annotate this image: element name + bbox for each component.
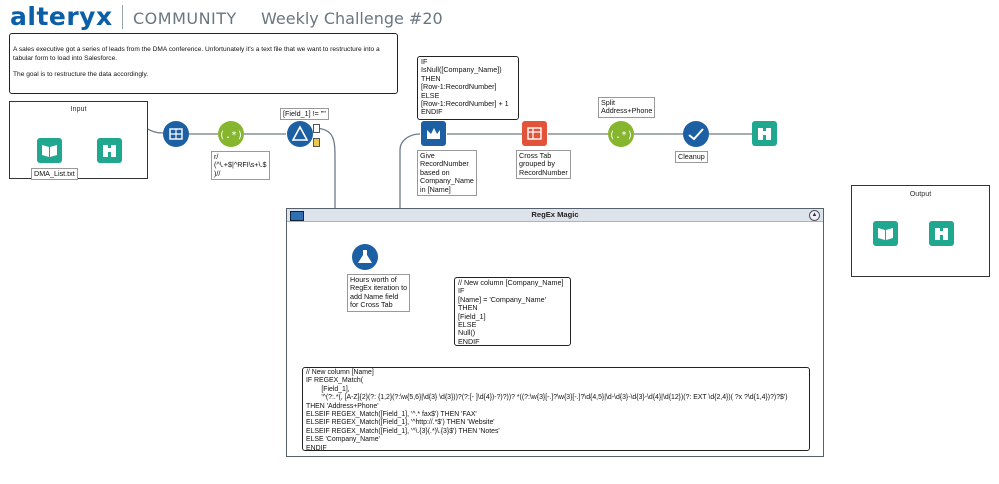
filter-label: [Field_1] != "" — [280, 108, 329, 121]
collapse-icon[interactable]: ▲ — [809, 210, 820, 221]
challenge-title: Weekly Challenge #20 — [261, 9, 443, 28]
input-data-tool[interactable] — [37, 138, 62, 163]
multi-row-formula-icon — [427, 128, 440, 139]
filter-true-anchor[interactable] — [313, 124, 320, 133]
cross-tab-icon — [527, 127, 542, 140]
binoculars-icon — [103, 145, 116, 157]
record-id-tool[interactable] — [163, 121, 189, 147]
description-comment[interactable]: A sales executive got a series of leads … — [9, 33, 398, 94]
output-input-tool[interactable] — [873, 221, 898, 246]
give-record-number-label: Give RecordNumber based on Company_Name … — [417, 150, 477, 197]
filter-tool[interactable] — [287, 121, 313, 147]
input-file-label: DMA_List.txt — [31, 168, 78, 181]
cross-tab-label: Cross Tab grouped by RecordNumber — [516, 150, 571, 180]
regex-tool-2[interactable]: (.*) — [608, 121, 634, 147]
svg-text:(.*): (.*) — [609, 130, 633, 141]
binoculars-icon — [758, 128, 771, 140]
filter-false-anchor[interactable] — [313, 138, 320, 147]
data-cleansing-tool[interactable] — [683, 121, 709, 147]
split-label: Split Address+Phone — [598, 97, 656, 118]
regex-magic-header[interactable]: RegEx Magic ▲ — [287, 209, 823, 222]
description-line-1: A sales executive got a series of leads … — [13, 46, 380, 53]
regex-parse-label: r/ (^\.+$|^RFI\s+\.$ )// — [211, 151, 270, 181]
record-number-formula-comment[interactable]: IF IsNull([Company_Name]) THEN [Row-1:Re… — [417, 56, 519, 120]
book-icon — [878, 228, 893, 240]
output-browse-tool[interactable] — [929, 221, 954, 246]
formula-tool[interactable] — [352, 244, 378, 270]
filter-icon — [291, 125, 309, 141]
description-line-3: The goal is to restructure the data acco… — [13, 71, 149, 78]
name-formula-comment[interactable]: // New column [Name] IF REGEX_Match( [Fi… — [302, 367, 810, 451]
formula-flask-icon — [358, 250, 372, 263]
container-icon — [290, 211, 304, 221]
hours-regex-label: Hours worth of RegEx iteration to add Na… — [347, 274, 411, 312]
logo-divider — [122, 5, 123, 29]
browse-tool-1[interactable] — [97, 138, 122, 163]
output-container-title: Output — [909, 189, 932, 198]
input-container[interactable]: Input — [9, 101, 148, 179]
cross-tab-tool[interactable] — [522, 121, 547, 146]
regex-tool-1[interactable]: (.*) — [218, 121, 244, 147]
binoculars-icon — [935, 228, 948, 240]
regex-icon: (.*) — [609, 130, 633, 141]
svg-text:(.*): (.*) — [219, 130, 243, 141]
data-cleansing-icon — [688, 128, 704, 141]
community-label: COMMUNITY — [133, 9, 237, 28]
company-name-formula-comment[interactable]: // New column [Company_Name] IF [Name] =… — [454, 277, 571, 346]
description-line-2: tabular form to load into Salesforce. — [13, 55, 118, 62]
input-container-title: Input — [70, 104, 87, 113]
multi-row-formula-tool[interactable] — [421, 121, 446, 146]
alteryx-logo: alteryx — [10, 2, 113, 31]
browse-tool-2[interactable] — [752, 121, 777, 146]
regex-icon: (.*) — [219, 130, 243, 141]
cleanup-label: Cleanup — [675, 151, 708, 164]
record-id-icon — [169, 128, 183, 140]
regex-magic-title: RegEx Magic — [531, 210, 579, 219]
output-container[interactable]: Output — [851, 185, 990, 277]
book-icon — [42, 145, 57, 157]
